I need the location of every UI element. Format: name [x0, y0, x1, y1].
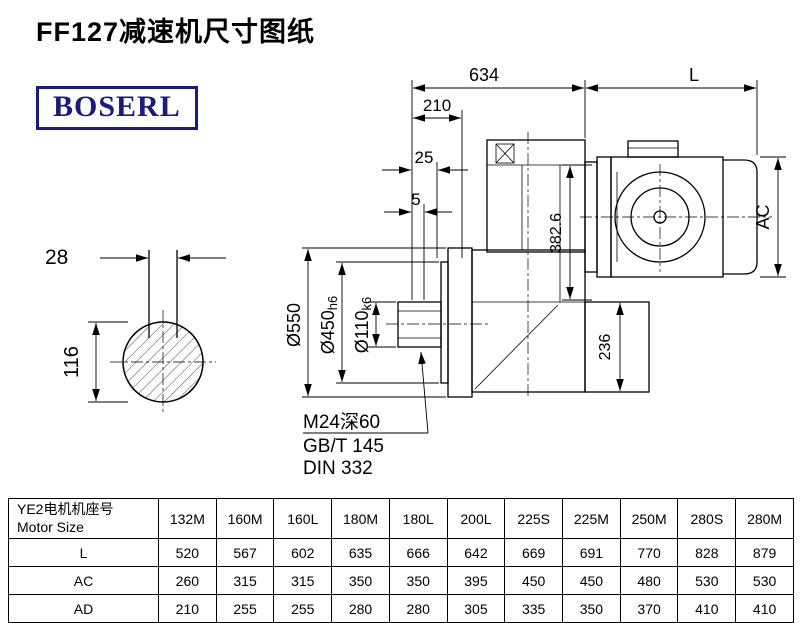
col-header: 180M — [331, 498, 390, 539]
dim-spigot-dia-label: Ø450 — [318, 310, 338, 354]
col-header: 200L — [446, 498, 506, 539]
cell: 642 — [446, 538, 506, 567]
dim-25-label: 25 — [415, 148, 434, 167]
cell: 315 — [215, 566, 275, 595]
note-standard-2: DIN 332 — [303, 458, 373, 479]
table-header-en: Motor Size — [17, 518, 84, 535]
cell: 666 — [388, 538, 448, 567]
cell: 335 — [504, 594, 564, 623]
shaft-end-view: 28 116 — [45, 246, 226, 414]
col-header: 280M — [735, 498, 794, 539]
motor-view — [580, 140, 772, 278]
motor-size-table-container: YE2电机机座号 Motor Size 132M 160M 160L 180M … — [8, 498, 794, 623]
cell: 305 — [446, 594, 506, 623]
col-header: 250M — [619, 498, 679, 539]
table-row-AC: AC 260 315 315 350 350 395 450 450 480 5… — [8, 566, 794, 595]
col-header: 225M — [562, 498, 621, 539]
col-header: 225S — [504, 498, 564, 539]
dim-634-label: 634 — [469, 65, 499, 85]
motor-size-table: YE2电机机座号 Motor Size 132M 160M 160L 180M … — [8, 498, 794, 623]
svg-text:Ø450h6: Ø450h6 — [318, 296, 340, 355]
table-row-AD: AD 210 255 255 280 280 305 335 350 370 4… — [8, 594, 794, 623]
page-title: FF127减速机尺寸图纸 — [36, 17, 316, 47]
col-header: 160L — [273, 498, 333, 539]
col-header: 280S — [677, 498, 737, 539]
cell: 350 — [331, 566, 390, 595]
cell: 315 — [273, 566, 333, 595]
cell: 395 — [446, 566, 506, 595]
shaft-section-circle — [122, 321, 204, 403]
col-header: 160M — [215, 498, 275, 539]
dim-spigot-tol-label: h6 — [325, 296, 340, 310]
dim-shaft-dia-label: Ø110 — [352, 311, 372, 354]
note-standard-1: GB/T 145 — [303, 436, 384, 457]
cell: 567 — [215, 538, 275, 567]
dim-116-label: 116 — [61, 346, 83, 378]
dimension-drawing: 28 116 — [45, 65, 786, 479]
drawing-notes: M24深60 GB/T 145 DIN 332 — [303, 351, 429, 479]
cell: 280 — [331, 594, 390, 623]
cell: 350 — [562, 594, 621, 623]
dim-L-label: L — [689, 65, 699, 85]
cell: 480 — [619, 566, 679, 595]
cell: 255 — [215, 594, 275, 623]
cell: 255 — [273, 594, 333, 623]
svg-text:Ø110k6: Ø110k6 — [352, 297, 374, 353]
dim-5-label: 5 — [411, 190, 420, 209]
cell: 635 — [331, 538, 390, 567]
dim-flange-dia-label: Ø550 — [284, 303, 304, 347]
cell: 602 — [273, 538, 333, 567]
col-header: 132M — [158, 498, 217, 539]
cell: 280 — [388, 594, 448, 623]
table-header-cn: YE2电机机座号 — [17, 501, 114, 517]
dim-236-label: 236 — [597, 334, 614, 361]
brand-logo-text: BOSERL — [53, 90, 181, 123]
reducer-main-view — [386, 132, 650, 398]
cell: 520 — [158, 538, 217, 567]
cell: 770 — [619, 538, 679, 567]
table-header-row: YE2电机机座号 Motor Size 132M 160M 160L 180M … — [8, 498, 794, 539]
dim-shaft-tol-label: k6 — [359, 297, 374, 311]
cell: 828 — [677, 538, 737, 567]
cell: 350 — [388, 566, 448, 595]
dimension-lines: 634 L 210 25 5 Ø550 Ø450h6 Ø110k6 — [284, 65, 786, 398]
cell: 410 — [735, 594, 794, 623]
dim-210-label: 210 — [423, 96, 451, 115]
cell: 370 — [619, 594, 679, 623]
row-label: AD — [8, 594, 159, 623]
row-label: AC — [8, 566, 159, 595]
brand-logo: BOSERL — [36, 86, 198, 130]
cell: 260 — [158, 566, 217, 595]
cell: 530 — [677, 566, 737, 595]
note-tap-hole: M24深60 — [303, 411, 380, 433]
cell: 530 — [735, 566, 794, 595]
table-row-L: L 520 567 602 635 666 642 669 691 770 82… — [8, 538, 794, 567]
row-label: L — [8, 538, 159, 567]
cell: 669 — [504, 538, 564, 567]
cell: 879 — [735, 538, 794, 567]
cell: 450 — [562, 566, 621, 595]
cell: 210 — [158, 594, 217, 623]
cell: 691 — [562, 538, 621, 567]
col-header: 180L — [388, 498, 448, 539]
dim-382-label: 382.6 — [548, 213, 565, 253]
cell: 410 — [677, 594, 737, 623]
table-header-motor-size: YE2电机机座号 Motor Size — [8, 498, 159, 539]
cell: 450 — [504, 566, 564, 595]
dim-key-width-label: 28 — [45, 246, 68, 269]
dim-AC-label: AC — [753, 204, 773, 229]
